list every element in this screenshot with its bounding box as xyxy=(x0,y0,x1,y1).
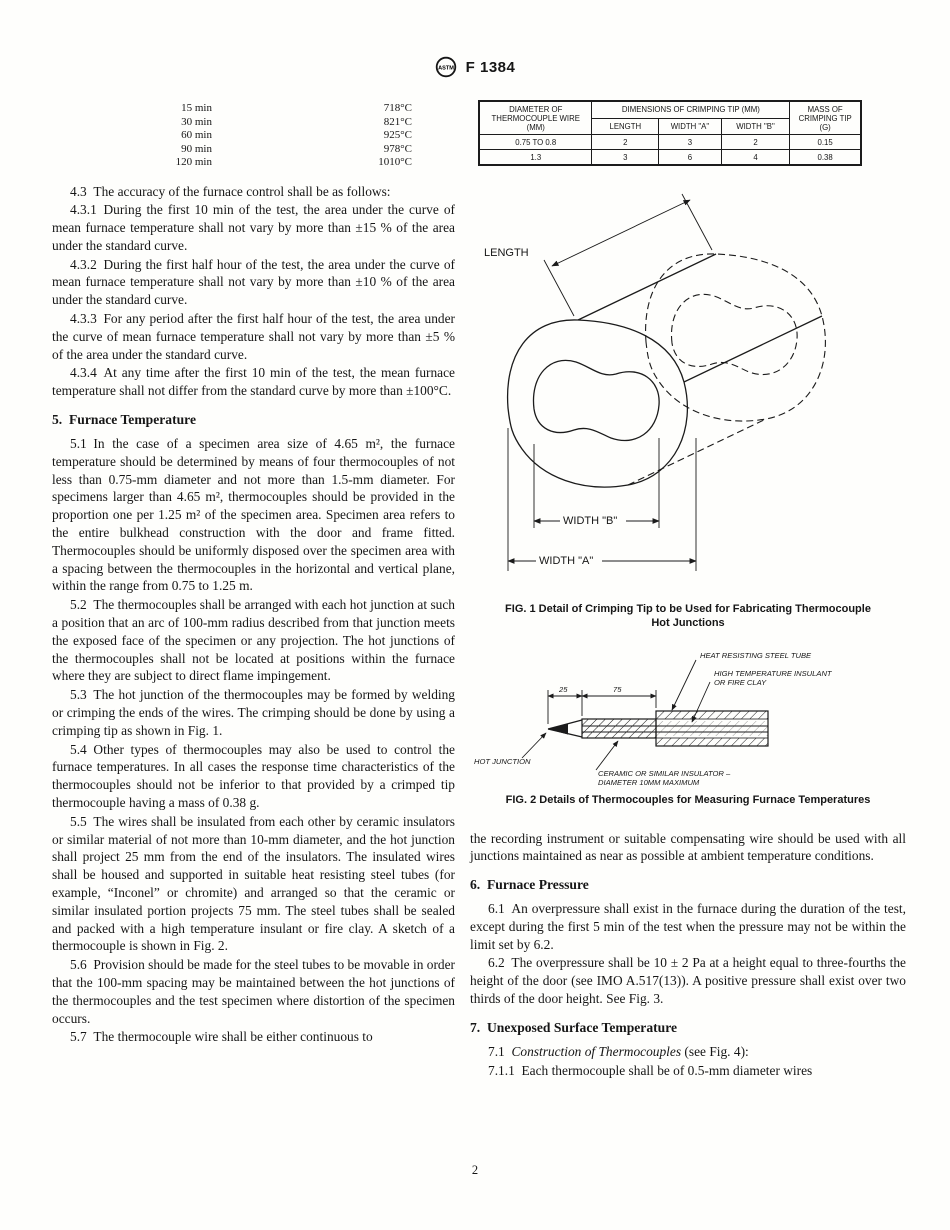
time-cell: 30 min xyxy=(181,115,212,128)
cell: 4 xyxy=(720,149,791,166)
paragraph-7-1-suffix: (see Fig. 4): xyxy=(681,1043,749,1059)
header-cell-width-b: WIDTH "B" xyxy=(720,117,791,136)
section-7-heading: 7. Unexposed Surface Temperature xyxy=(470,1019,678,1035)
left-column: 15 min 718°C 30 min 821°C 60 min 925°C 9… xyxy=(52,100,455,1047)
table-header-row: LENGTH WIDTH "A" WIDTH "B" xyxy=(479,117,861,136)
paragraph-5-4: 5.4 Other types of thermocouples may als… xyxy=(52,741,455,810)
tube-right-edge xyxy=(683,315,823,383)
header-cell-dimensions: DIMENSIONS OF CRIMPING TIP (MM) xyxy=(591,100,791,119)
paragraph-5-1: 5.1 In the case of a specimen area size … xyxy=(52,436,455,594)
figure-1-drawing: LENGTH WIDTH "B" WIDTH "A" xyxy=(484,193,826,571)
temp-cell: 978°C xyxy=(383,142,412,155)
paragraph-5-3: 5.3 The hot junction of the thermocouple… xyxy=(52,687,455,738)
table-row: 30 min 821°C xyxy=(124,116,412,130)
insulant-label-line2: OR FIRE CLAY xyxy=(714,678,767,687)
time-cell: 90 min xyxy=(181,142,212,155)
temp-cell: 821°C xyxy=(383,115,412,128)
length-label: LENGTH xyxy=(484,247,529,259)
cell: 0.15 xyxy=(789,134,862,150)
crimping-tip-front-face xyxy=(506,319,688,488)
paragraph-7-1-number: 7.1 xyxy=(488,1043,512,1059)
length-dimension: LENGTH xyxy=(484,193,713,317)
paragraph-5-2: 5.2 The thermocouples shall be arranged … xyxy=(52,597,455,684)
right-column-text: the recording instrument or suitable com… xyxy=(470,830,906,1080)
projection-dimensions: 25 75 xyxy=(547,685,657,724)
paragraph-5-7: 5.7 The thermocouple wire shall be eithe… xyxy=(70,1029,373,1045)
time-cell: 120 min xyxy=(175,156,212,168)
tube-top-edge xyxy=(577,253,717,321)
paragraph-7-1: 7.1 Construction of Thermocouples (see F… xyxy=(470,1043,906,1061)
dim-25-label: 25 xyxy=(558,685,568,694)
hot-junction-tip xyxy=(547,719,583,738)
page-number: 2 xyxy=(471,1163,479,1177)
ceramic-label-line2: DIAMETER 10MM MAXIMUM xyxy=(598,778,700,787)
figure-2-callouts: HEAT RESISTING STEEL TUBE HIGH TEMPERATU… xyxy=(474,651,833,787)
figure-2-drawing: 25 75 HEAT RESISTING STEEL TUBE HIGH TEM… xyxy=(474,651,833,787)
paragraph-7-1-1: 7.1.1 Each thermocouple shall be of 0.5-… xyxy=(488,1062,813,1078)
header-cell-mass: MASS OF CRIMPING TIP (G) xyxy=(789,100,862,135)
right-column: DIAMETER OF THERMOCOUPLE WIRE (MM) DIMEN… xyxy=(470,100,906,1080)
astm-logo-icon: ASTM xyxy=(435,56,456,78)
steel-tube xyxy=(582,710,769,747)
crimping-tip-back-face xyxy=(645,253,826,422)
figure-1-caption: FIG. 1 Detail of Crimping Tip to be Used… xyxy=(505,603,871,629)
paragraph-5-5: 5.5 The wires shall be insulated from ea… xyxy=(52,813,455,954)
figure-2-caption: FIG. 2 Details of Thermocouples for Meas… xyxy=(505,794,871,806)
header-cell-width-a: WIDTH "A" xyxy=(658,117,722,136)
time-cell: 15 min xyxy=(181,102,212,114)
section-5-heading: 5. Furnace Temperature xyxy=(52,412,196,428)
paragraph-4-3-1: 4.3.1 During the first 10 min of the tes… xyxy=(52,202,455,253)
page-header: ASTM F 1384 xyxy=(0,56,950,78)
width-a-label: WIDTH "A" xyxy=(539,555,593,567)
width-b-dimension: WIDTH "B" xyxy=(533,438,660,528)
doc-number: F 1384 xyxy=(465,58,516,76)
header-cell-length: LENGTH xyxy=(591,117,660,136)
time-cell: 60 min xyxy=(181,129,212,141)
width-a-dimension: WIDTH "A" xyxy=(507,428,697,571)
table-header-row: DIAMETER OF THERMOCOUPLE WIRE (MM) DIMEN… xyxy=(478,100,862,135)
paragraph-4-3-3: 4.3.3 For any period after the first hal… xyxy=(52,311,455,362)
paragraph-4-3-4: 4.3.4 At any time after the first 10 min… xyxy=(52,365,455,399)
table-row: 90 min 978°C xyxy=(124,143,412,157)
cell: 3 xyxy=(591,149,660,166)
time-temperature-table: 15 min 718°C 30 min 821°C 60 min 925°C 9… xyxy=(124,102,412,170)
cell: 2 xyxy=(720,134,791,150)
ceramic-label-line1: CERAMIC OR SIMILAR INSULATOR – xyxy=(598,769,731,778)
hot-junction-label: HOT JUNCTION xyxy=(474,757,531,766)
paragraph-5-7-continuation: the recording instrument or suitable com… xyxy=(470,830,906,864)
svg-text:ASTM: ASTM xyxy=(438,66,454,72)
temp-cell: 1010°C xyxy=(378,156,412,168)
paragraph-4-3-2: 4.3.2 During the first half hour of the … xyxy=(52,256,455,308)
cell: 1.3 xyxy=(478,149,593,166)
insulant-label-line1: HIGH TEMPERATURE INSULANT xyxy=(714,669,833,678)
table-row: 1.3 3 6 4 0.38 xyxy=(478,149,862,166)
cell: 0.38 xyxy=(789,149,862,166)
table-row: 0.75 TO 0.8 2 3 2 0.15 xyxy=(478,134,862,150)
table-row: 120 min 1010°C xyxy=(124,156,412,170)
width-b-label: WIDTH "B" xyxy=(563,515,617,527)
paragraph-6-2: 6.2 The overpressure shall be 10 ± 2 Pa … xyxy=(470,955,906,1007)
temp-cell: 718°C xyxy=(383,102,412,114)
cell: 6 xyxy=(658,149,722,166)
dim-75-label: 75 xyxy=(613,685,622,694)
paragraph-4-3: 4.3 The accuracy of the furnace control … xyxy=(70,183,391,199)
crimping-tip-table: DIAMETER OF THERMOCOUPLE WIRE (MM) DIMEN… xyxy=(478,100,862,166)
ceramic-insulator xyxy=(581,718,657,739)
steel-tube-label: HEAT RESISTING STEEL TUBE xyxy=(700,651,812,660)
table-row: 60 min 925°C xyxy=(124,129,412,143)
section-6-heading: 6. Furnace Pressure xyxy=(470,877,589,893)
paragraph-6-1: 6.1 An overpressure shall exist in the f… xyxy=(470,901,906,952)
table-row: 15 min 718°C xyxy=(124,102,412,116)
cell: 2 xyxy=(591,134,660,150)
cell: 3 xyxy=(658,134,722,150)
paragraph-7-1-italic: Construction of Thermocouples xyxy=(511,1043,682,1059)
header-cell-diameter: DIAMETER OF THERMOCOUPLE WIRE (MM) xyxy=(478,100,593,135)
cell: 0.75 TO 0.8 xyxy=(478,134,593,150)
paragraph-5-6: 5.6 Provision should be made for the ste… xyxy=(52,957,455,1026)
tube-bottom-edge xyxy=(627,418,767,486)
temp-cell: 925°C xyxy=(383,129,412,141)
